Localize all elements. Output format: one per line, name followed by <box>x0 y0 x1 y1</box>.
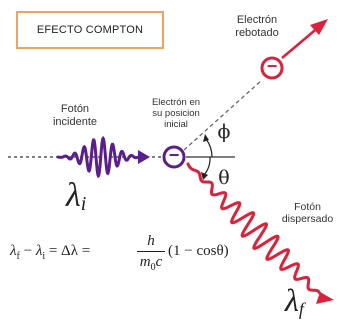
lambda-f-sub: f <box>299 299 304 319</box>
formula-rhs: (1 − cosθ) <box>168 243 229 260</box>
formula-lhs: λf − λi = Δλ = <box>10 243 90 262</box>
phi-arc-head <box>203 134 209 142</box>
lambda-f-base: λ <box>285 282 299 318</box>
incident-photon-label: Fotón incidente <box>40 103 110 128</box>
initial-electron-label: Electrón en su posicion inicial <box>136 98 216 131</box>
formula-fraction: h m0c <box>137 232 165 277</box>
phi-arc <box>206 139 212 157</box>
recoil-electron-sign: − <box>262 56 282 77</box>
compton-formula: λf − λi = Δλ = h m0c (1 − cosθ) <box>10 232 250 278</box>
formula-numerator: h <box>137 232 165 250</box>
theta-symbol: θ <box>214 168 234 190</box>
formula-minus: − <box>20 243 36 259</box>
formula-denominator: m0c <box>137 253 165 277</box>
lambda-i-base: λ <box>66 177 81 214</box>
lambda-i-sub: i <box>81 193 87 215</box>
title-text: EFECTO COMPTON <box>37 24 143 36</box>
formula-den-m: m <box>140 254 151 270</box>
formula-equals-delta: = Δλ = <box>45 243 90 259</box>
title-box: EFECTO COMPTON <box>16 11 164 49</box>
theta-arc <box>204 157 210 175</box>
initial-electron-sign: − <box>164 145 184 166</box>
lambda-f-symbol: λf <box>285 282 335 322</box>
incident-arrowhead <box>138 150 150 164</box>
recoil-electron-label: Electrón rebotado <box>222 14 292 39</box>
formula-fraction-bar <box>137 251 165 252</box>
lambda-i-symbol: λi <box>66 176 106 216</box>
scattered-photon-label: Fotón dispersado <box>276 201 339 225</box>
phi-symbol: ϕ <box>214 122 234 144</box>
formula-den-c: c <box>156 254 163 270</box>
